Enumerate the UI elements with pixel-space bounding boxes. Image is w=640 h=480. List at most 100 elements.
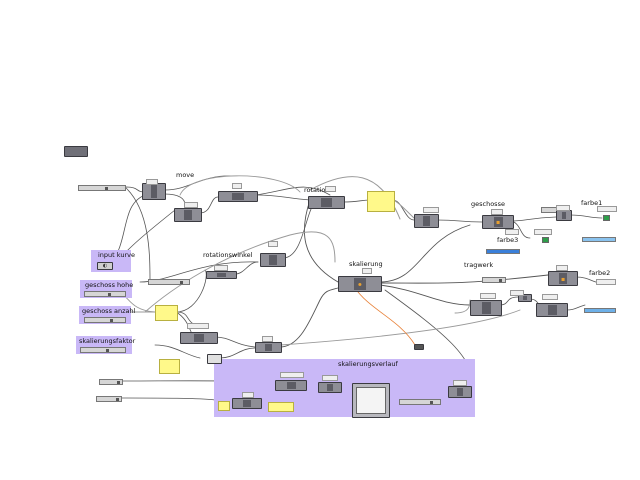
component-tag [242, 392, 254, 398]
panel[interactable] [268, 402, 294, 412]
colour-bar[interactable] [582, 237, 616, 242]
slider-knob-icon[interactable] [116, 397, 119, 401]
colour-swatch-icon[interactable] [603, 215, 610, 221]
wire [144, 231, 336, 313]
wire [454, 299, 471, 314]
slider-knob-icon[interactable] [117, 380, 120, 384]
slider-knob-icon[interactable] [180, 280, 183, 284]
number-slider[interactable] [482, 277, 506, 283]
label-farbe3: farbe3 [497, 236, 519, 244]
component-tag [325, 186, 336, 192]
wire [511, 220, 531, 239]
group-label: skalierungsfaktor [79, 337, 136, 345]
component[interactable] [275, 380, 307, 391]
curve-param[interactable]: ◐ [97, 262, 113, 270]
component-tag [146, 179, 158, 185]
component[interactable] [470, 300, 502, 316]
component-tag [423, 207, 439, 213]
group-label: geschoss anzahl [82, 307, 136, 315]
panel[interactable] [155, 305, 178, 321]
slider-knob-icon[interactable] [430, 400, 433, 404]
component[interactable] [536, 303, 568, 317]
component-tag [214, 265, 228, 271]
component[interactable] [180, 332, 218, 344]
component[interactable] [206, 271, 237, 279]
component[interactable] [448, 386, 472, 398]
component[interactable] [255, 342, 282, 353]
component[interactable] [232, 398, 262, 409]
slider-knob-icon[interactable] [106, 348, 109, 352]
component[interactable] [64, 146, 88, 157]
component-tag [491, 209, 503, 215]
component-tag [556, 265, 568, 271]
component[interactable] [556, 210, 572, 221]
component[interactable] [174, 208, 202, 222]
wire [565, 304, 586, 311]
wire [436, 219, 483, 223]
group-label: geschoss hohe [85, 281, 134, 289]
slider-knob-icon[interactable] [499, 278, 502, 282]
slider-knob-icon[interactable] [108, 292, 111, 296]
number-slider[interactable] [96, 396, 122, 402]
component[interactable]: ● [338, 276, 382, 292]
component-tag [232, 183, 242, 189]
component-tag [510, 290, 524, 296]
component-tag [280, 372, 304, 378]
colour-bar[interactable] [584, 308, 616, 313]
colour-swatch-icon[interactable] [542, 237, 549, 243]
wire [214, 336, 256, 348]
component[interactable]: ■ [548, 271, 578, 286]
component[interactable] [414, 214, 439, 228]
wire [569, 214, 603, 219]
component-tag [187, 323, 209, 329]
number-slider[interactable] [148, 279, 190, 285]
component[interactable] [260, 253, 286, 267]
slider-knob-icon[interactable] [110, 318, 113, 322]
component[interactable] [308, 196, 345, 209]
component-tag [596, 279, 616, 285]
scale-icon: ● [358, 281, 362, 287]
number-slider[interactable] [399, 399, 441, 405]
number-slider[interactable] [80, 347, 126, 353]
panel[interactable] [159, 359, 180, 374]
slider-knob-icon[interactable] [105, 186, 108, 190]
wire [511, 216, 557, 222]
wire [255, 186, 331, 196]
wire [154, 344, 201, 359]
wire [279, 309, 521, 346]
component[interactable] [142, 183, 166, 200]
number-slider[interactable] [84, 291, 126, 297]
group-label: skalierungsverlauf [338, 360, 398, 368]
component[interactable] [518, 294, 532, 302]
component-tag [480, 293, 496, 299]
component[interactable] [414, 344, 424, 350]
wire [279, 287, 339, 348]
component-tag [534, 229, 552, 235]
wire [219, 347, 256, 359]
number-slider[interactable] [99, 379, 123, 385]
component-tag [453, 380, 467, 386]
label-skalierung: skalierung [349, 260, 383, 268]
graph-mapper[interactable] [352, 383, 390, 418]
wire [379, 284, 471, 306]
custom-preview-icon: ■ [561, 276, 565, 281]
panel[interactable] [367, 191, 395, 212]
custom-preview-icon: ■ [496, 219, 500, 225]
graph-mapper-icon [356, 387, 386, 414]
component-tag [542, 294, 558, 300]
panel[interactable] [218, 401, 230, 411]
number-slider[interactable] [84, 317, 126, 323]
component[interactable] [207, 354, 222, 364]
number-slider[interactable] [78, 185, 126, 191]
wire [119, 397, 216, 401]
colour-bar[interactable] [486, 249, 520, 254]
wire [342, 199, 371, 203]
wire [303, 199, 339, 283]
component[interactable] [218, 191, 258, 202]
component[interactable]: ■ [482, 215, 514, 229]
wire [255, 194, 311, 201]
label-rotationswinkel: rotationswinkel [203, 251, 253, 259]
component[interactable] [318, 382, 342, 393]
group-label: input kurve [98, 251, 135, 259]
wire [234, 261, 259, 275]
